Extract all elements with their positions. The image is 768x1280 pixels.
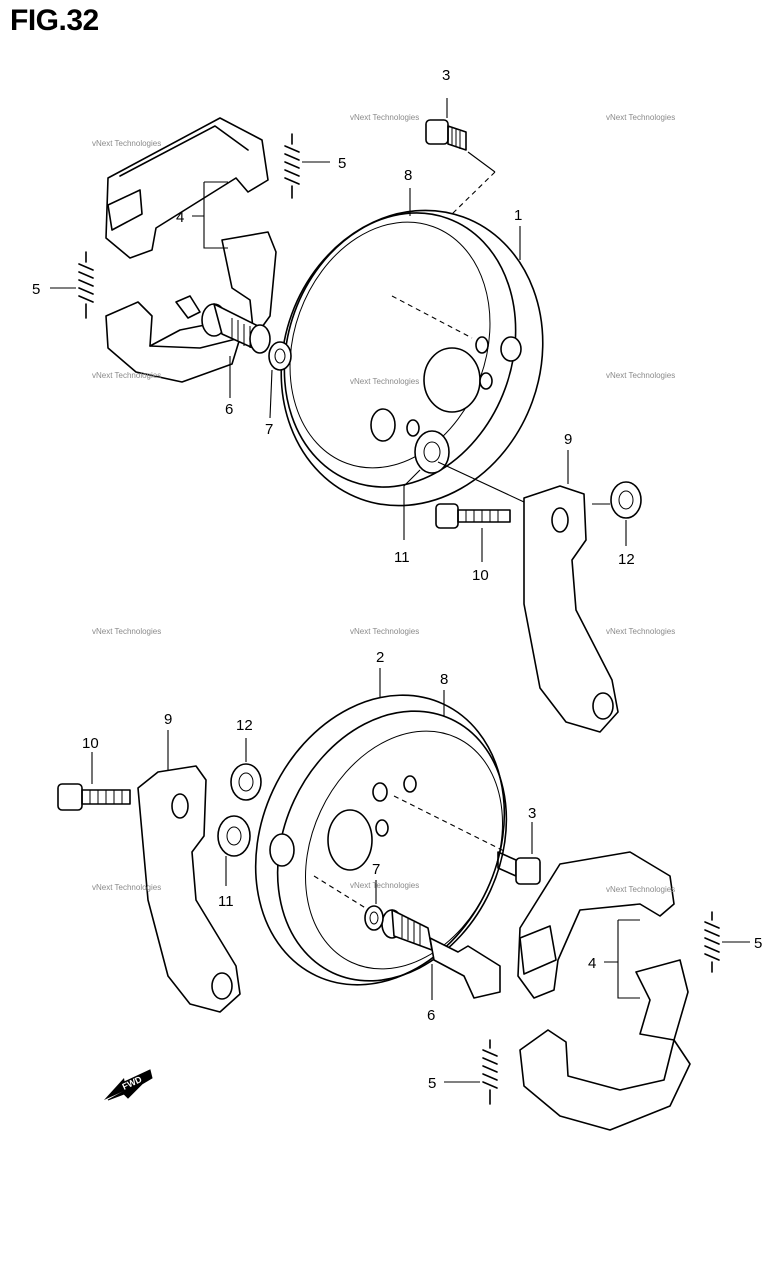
washer-rear-7[interactable]: [364, 905, 384, 931]
callout-front-4: 4: [176, 209, 184, 226]
bolt-rear-10[interactable]: [57, 783, 131, 811]
watermark: vNext Technologies: [350, 113, 419, 122]
watermark: vNext Technologies: [92, 627, 161, 636]
callout-rear-11: 11: [218, 893, 234, 910]
brake-camshaft-front[interactable]: [175, 295, 271, 354]
brake-camshaft-rear[interactable]: [381, 909, 501, 999]
callout-front-1: 1: [514, 207, 522, 224]
bolt-rear-3[interactable]: [497, 851, 541, 885]
callout-front-6: 6: [225, 401, 233, 418]
watermarks: vNext Technologies vNext Technologies vN…: [92, 113, 675, 894]
spring-front-a[interactable]: [284, 133, 300, 199]
spring-rear-b[interactable]: [482, 1039, 498, 1105]
brake-shoe-front-upper[interactable]: [105, 117, 269, 259]
washer-rear-11[interactable]: [217, 815, 251, 857]
watermark: vNext Technologies: [606, 627, 675, 636]
callout-rear-9: 9: [164, 711, 172, 728]
spring-rear-a[interactable]: [704, 911, 720, 973]
callout-rear-12: 12: [236, 717, 253, 734]
callout-rear-10: 10: [82, 735, 99, 752]
watermark: vNext Technologies: [92, 883, 161, 892]
nut-front-12[interactable]: [610, 481, 642, 519]
watermark: vNext Technologies: [606, 885, 675, 894]
callout-rear-5b: 5: [428, 1075, 436, 1092]
callout-rear-7: 7: [372, 861, 380, 878]
callout-front-9: 9: [564, 431, 572, 448]
brake-lever-rear[interactable]: [137, 765, 241, 1013]
callout-front-10: 10: [472, 567, 489, 584]
nut-rear-12[interactable]: [230, 763, 262, 801]
bolt-front-3[interactable]: [425, 119, 467, 151]
brake-shoe-rear-lower[interactable]: [519, 959, 691, 1131]
bolt-front-10[interactable]: [435, 503, 511, 529]
brake-shoe-rear-upper[interactable]: [517, 851, 675, 999]
watermark: vNext Technologies: [350, 627, 419, 636]
callout-rear-3: 3: [528, 805, 536, 822]
brake-drum-front[interactable]: [240, 173, 583, 542]
washer-front-11[interactable]: [414, 430, 450, 474]
washer-front-7[interactable]: [268, 341, 292, 371]
watermark: vNext Technologies: [606, 113, 675, 122]
callout-front-5b: 5: [32, 281, 40, 298]
figure-title: FIG.32: [10, 4, 99, 37]
callout-rear-5a: 5: [754, 935, 762, 952]
watermark: vNext Technologies: [92, 139, 161, 148]
callout-front-5a: 5: [338, 155, 346, 172]
callout-front-3: 3: [442, 67, 450, 84]
watermark: vNext Technologies: [606, 371, 675, 380]
callout-rear-4: 4: [588, 955, 596, 972]
brake-drum-rear[interactable]: [210, 654, 551, 1026]
callout-rear-2: 2: [376, 649, 384, 666]
watermark: vNext Technologies: [350, 377, 419, 386]
callout-front-7: 7: [265, 421, 273, 438]
callout-front-12: 12: [618, 551, 635, 568]
callout-front-11: 11: [394, 549, 410, 566]
callout-front-8: 8: [404, 167, 412, 184]
watermark: vNext Technologies: [92, 371, 161, 380]
spring-front-b[interactable]: [78, 251, 94, 319]
forward-direction-arrow-icon: FWD: [104, 1069, 153, 1101]
watermark: vNext Technologies: [350, 881, 419, 890]
brake-lever-front[interactable]: [523, 485, 619, 733]
callout-rear-6: 6: [427, 1007, 435, 1024]
callout-rear-8: 8: [440, 671, 448, 688]
